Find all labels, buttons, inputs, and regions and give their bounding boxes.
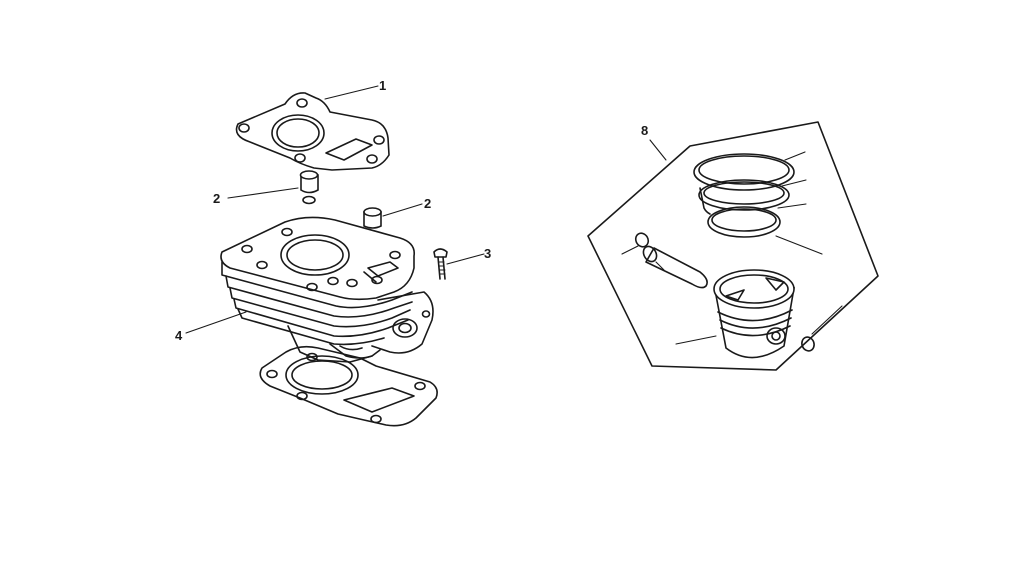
circlip-left [621, 232, 650, 255]
dowel-pin-right [363, 207, 382, 229]
piston-rings [693, 151, 823, 255]
callout-4: 4 [175, 328, 183, 343]
callout-1: 1 [379, 78, 386, 93]
callout-2-right: 2 [424, 196, 431, 211]
cylinder-block [220, 216, 434, 363]
callout-8: 8 [641, 123, 648, 138]
base-gasket [259, 345, 438, 427]
leader-lines-left [185, 85, 485, 334]
piston [675, 269, 795, 359]
wrist-pin [642, 245, 708, 289]
head-gasket [235, 92, 390, 171]
dowel-pin-left [299, 170, 319, 205]
callout-3: 3 [484, 246, 491, 261]
bolt [433, 248, 448, 280]
callout-2-left: 2 [213, 191, 220, 206]
piston-kit [587, 121, 879, 371]
circlip-right [801, 305, 843, 352]
